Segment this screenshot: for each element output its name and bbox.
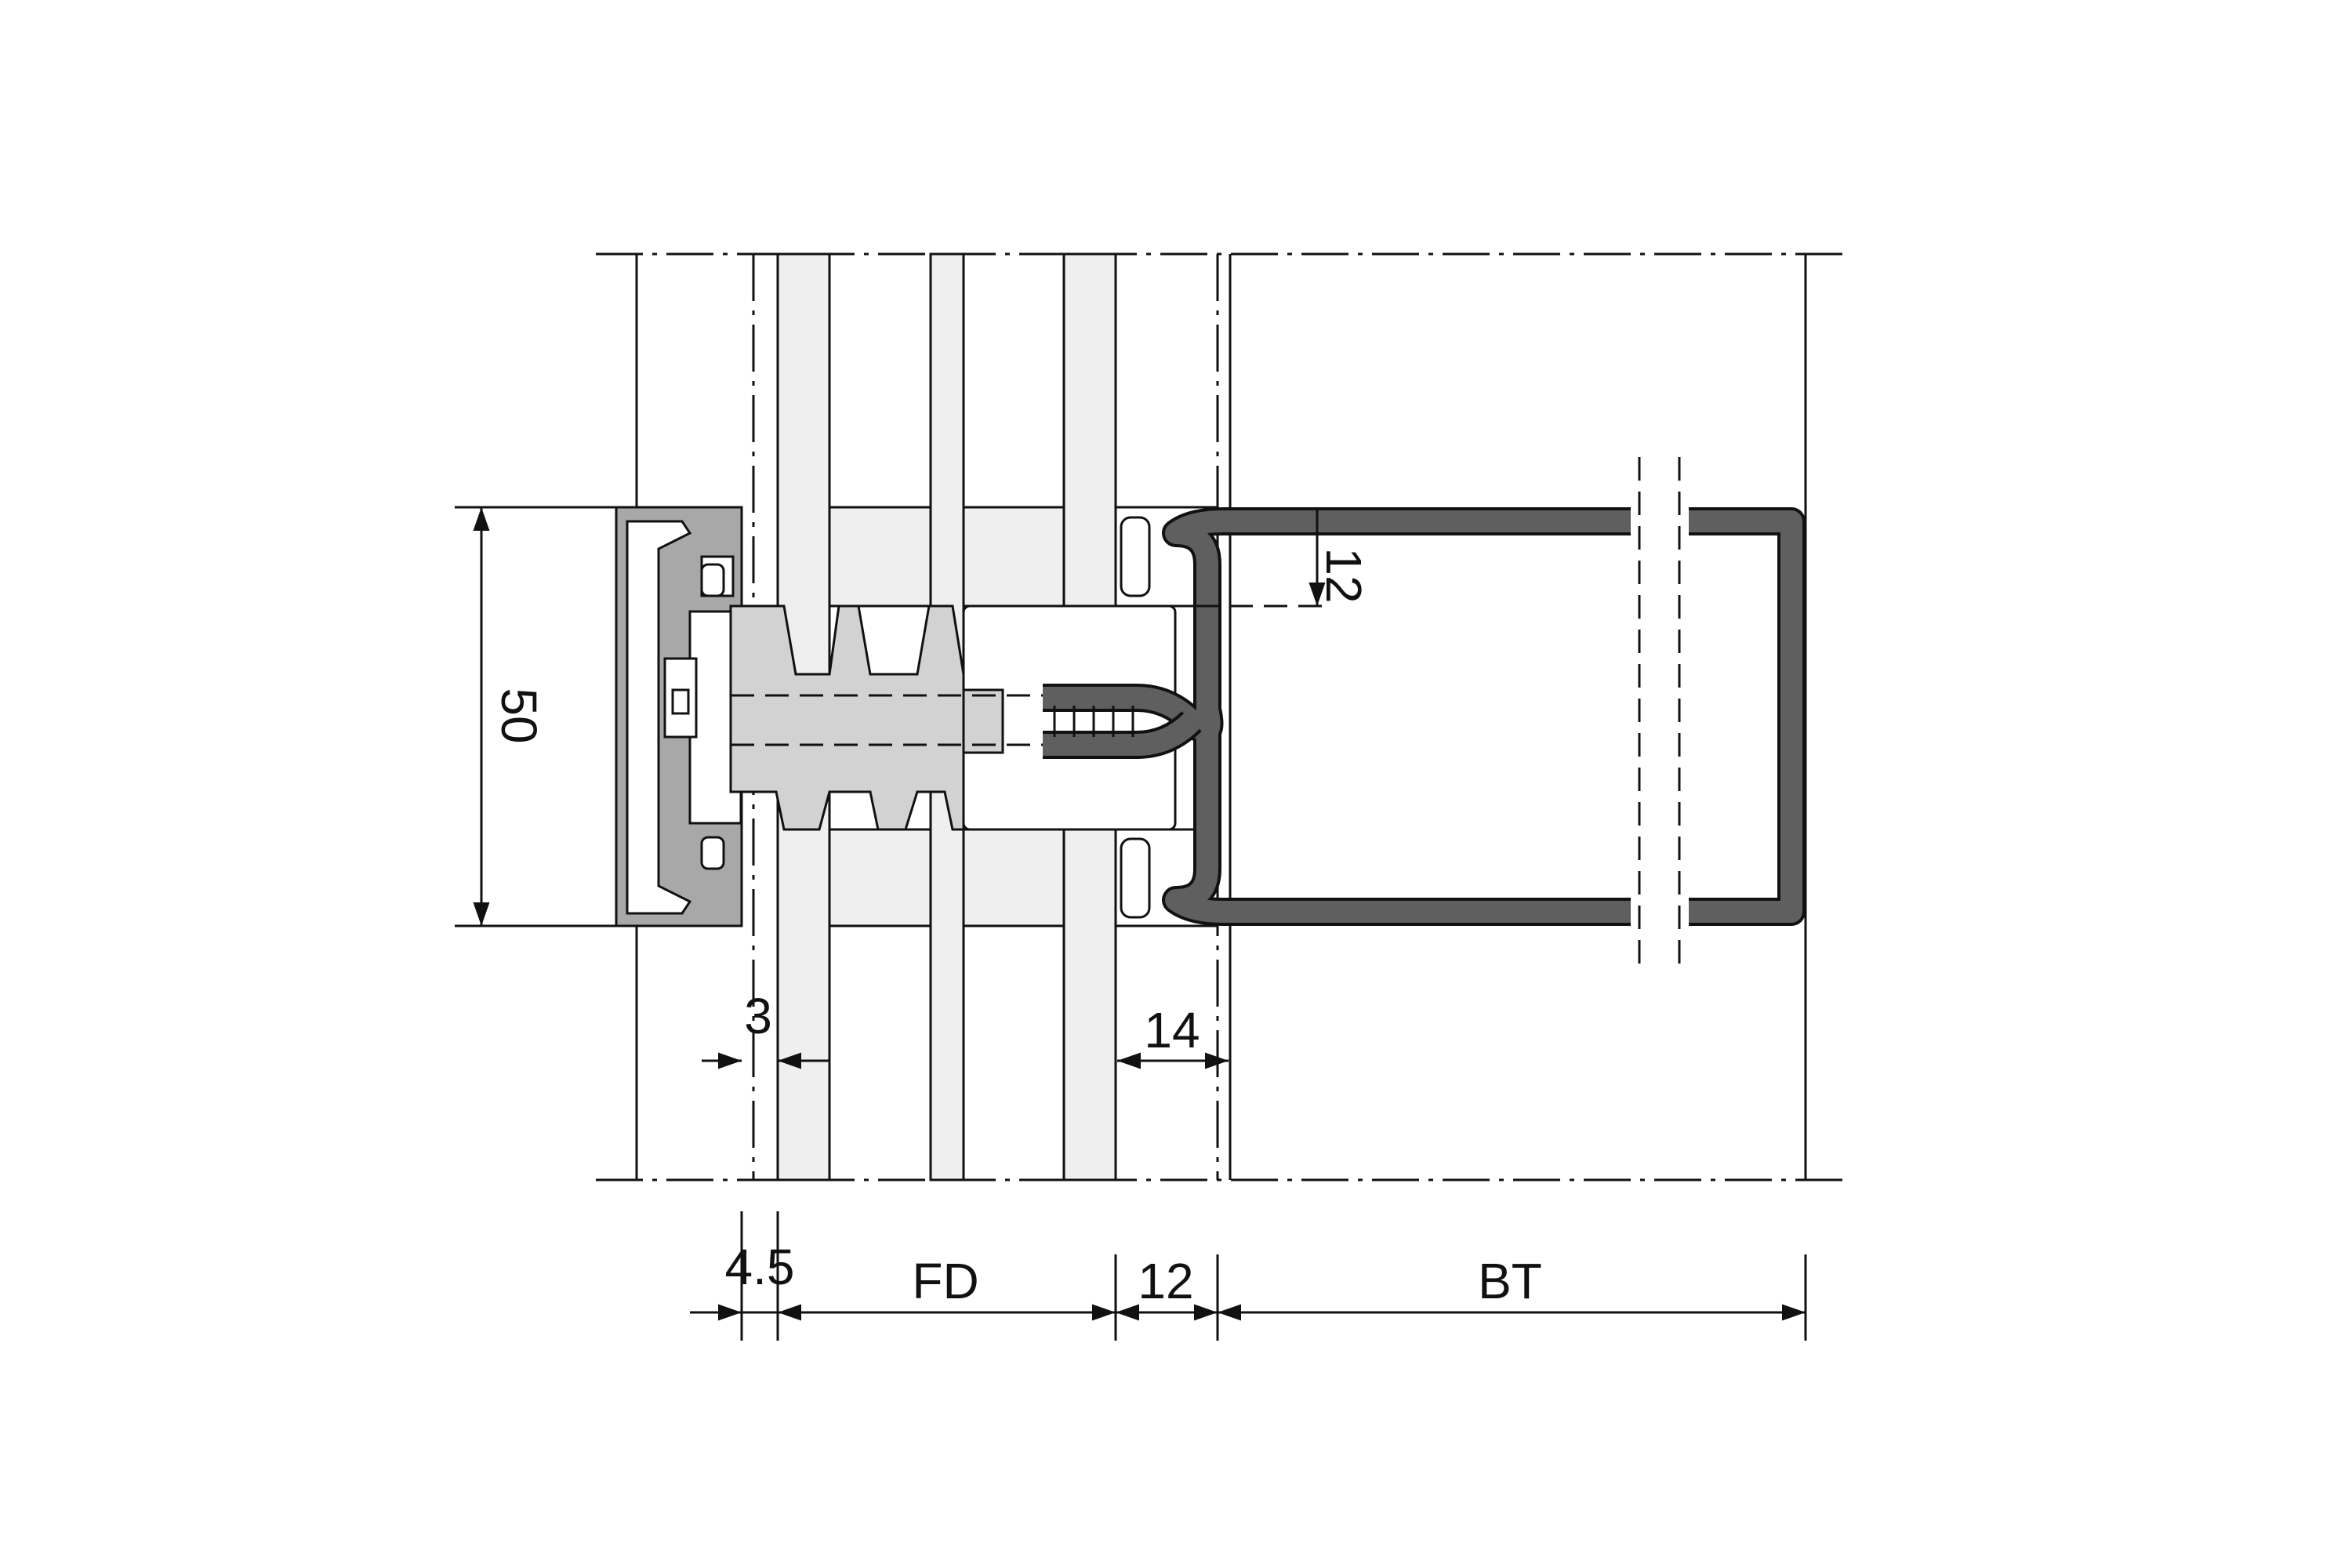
dimension-label-4-5: 4.5 bbox=[725, 1239, 795, 1295]
dimension-label-fd: FD bbox=[912, 1253, 978, 1309]
dimension-inner-offset: 12 bbox=[1160, 507, 1372, 608]
gasket-top bbox=[1120, 516, 1151, 597]
dimension-label-12-vertical: 12 bbox=[1316, 547, 1372, 603]
threaded-tube bbox=[962, 688, 1004, 754]
bolt-head bbox=[663, 657, 698, 739]
glass-cavity-1 bbox=[828, 506, 932, 608]
dimension-label-50: 50 bbox=[491, 688, 547, 743]
bottom-dimension-chain: 4.5 FD 12 BT bbox=[690, 1211, 1807, 1341]
insulating-core bbox=[729, 604, 1043, 831]
aluminium-cap bbox=[615, 506, 743, 927]
gasket-bottom bbox=[1120, 837, 1151, 919]
dimension-label-bt: BT bbox=[1478, 1253, 1542, 1309]
glass-cavity-4 bbox=[962, 828, 1065, 927]
dimension-label-3: 3 bbox=[744, 988, 772, 1044]
glass-cavity-3 bbox=[828, 828, 932, 927]
hex-nut-icon bbox=[671, 688, 690, 715]
dimension-label-12: 12 bbox=[1138, 1253, 1193, 1309]
glass-cavity-2 bbox=[962, 506, 1065, 608]
dimension-height: 50 bbox=[455, 506, 616, 927]
dimension-gaps: 3 14 bbox=[702, 988, 1229, 1069]
steel-beam bbox=[1043, 457, 1806, 975]
dimension-label-14: 14 bbox=[1144, 1002, 1200, 1058]
screw-thread bbox=[1053, 706, 1134, 737]
